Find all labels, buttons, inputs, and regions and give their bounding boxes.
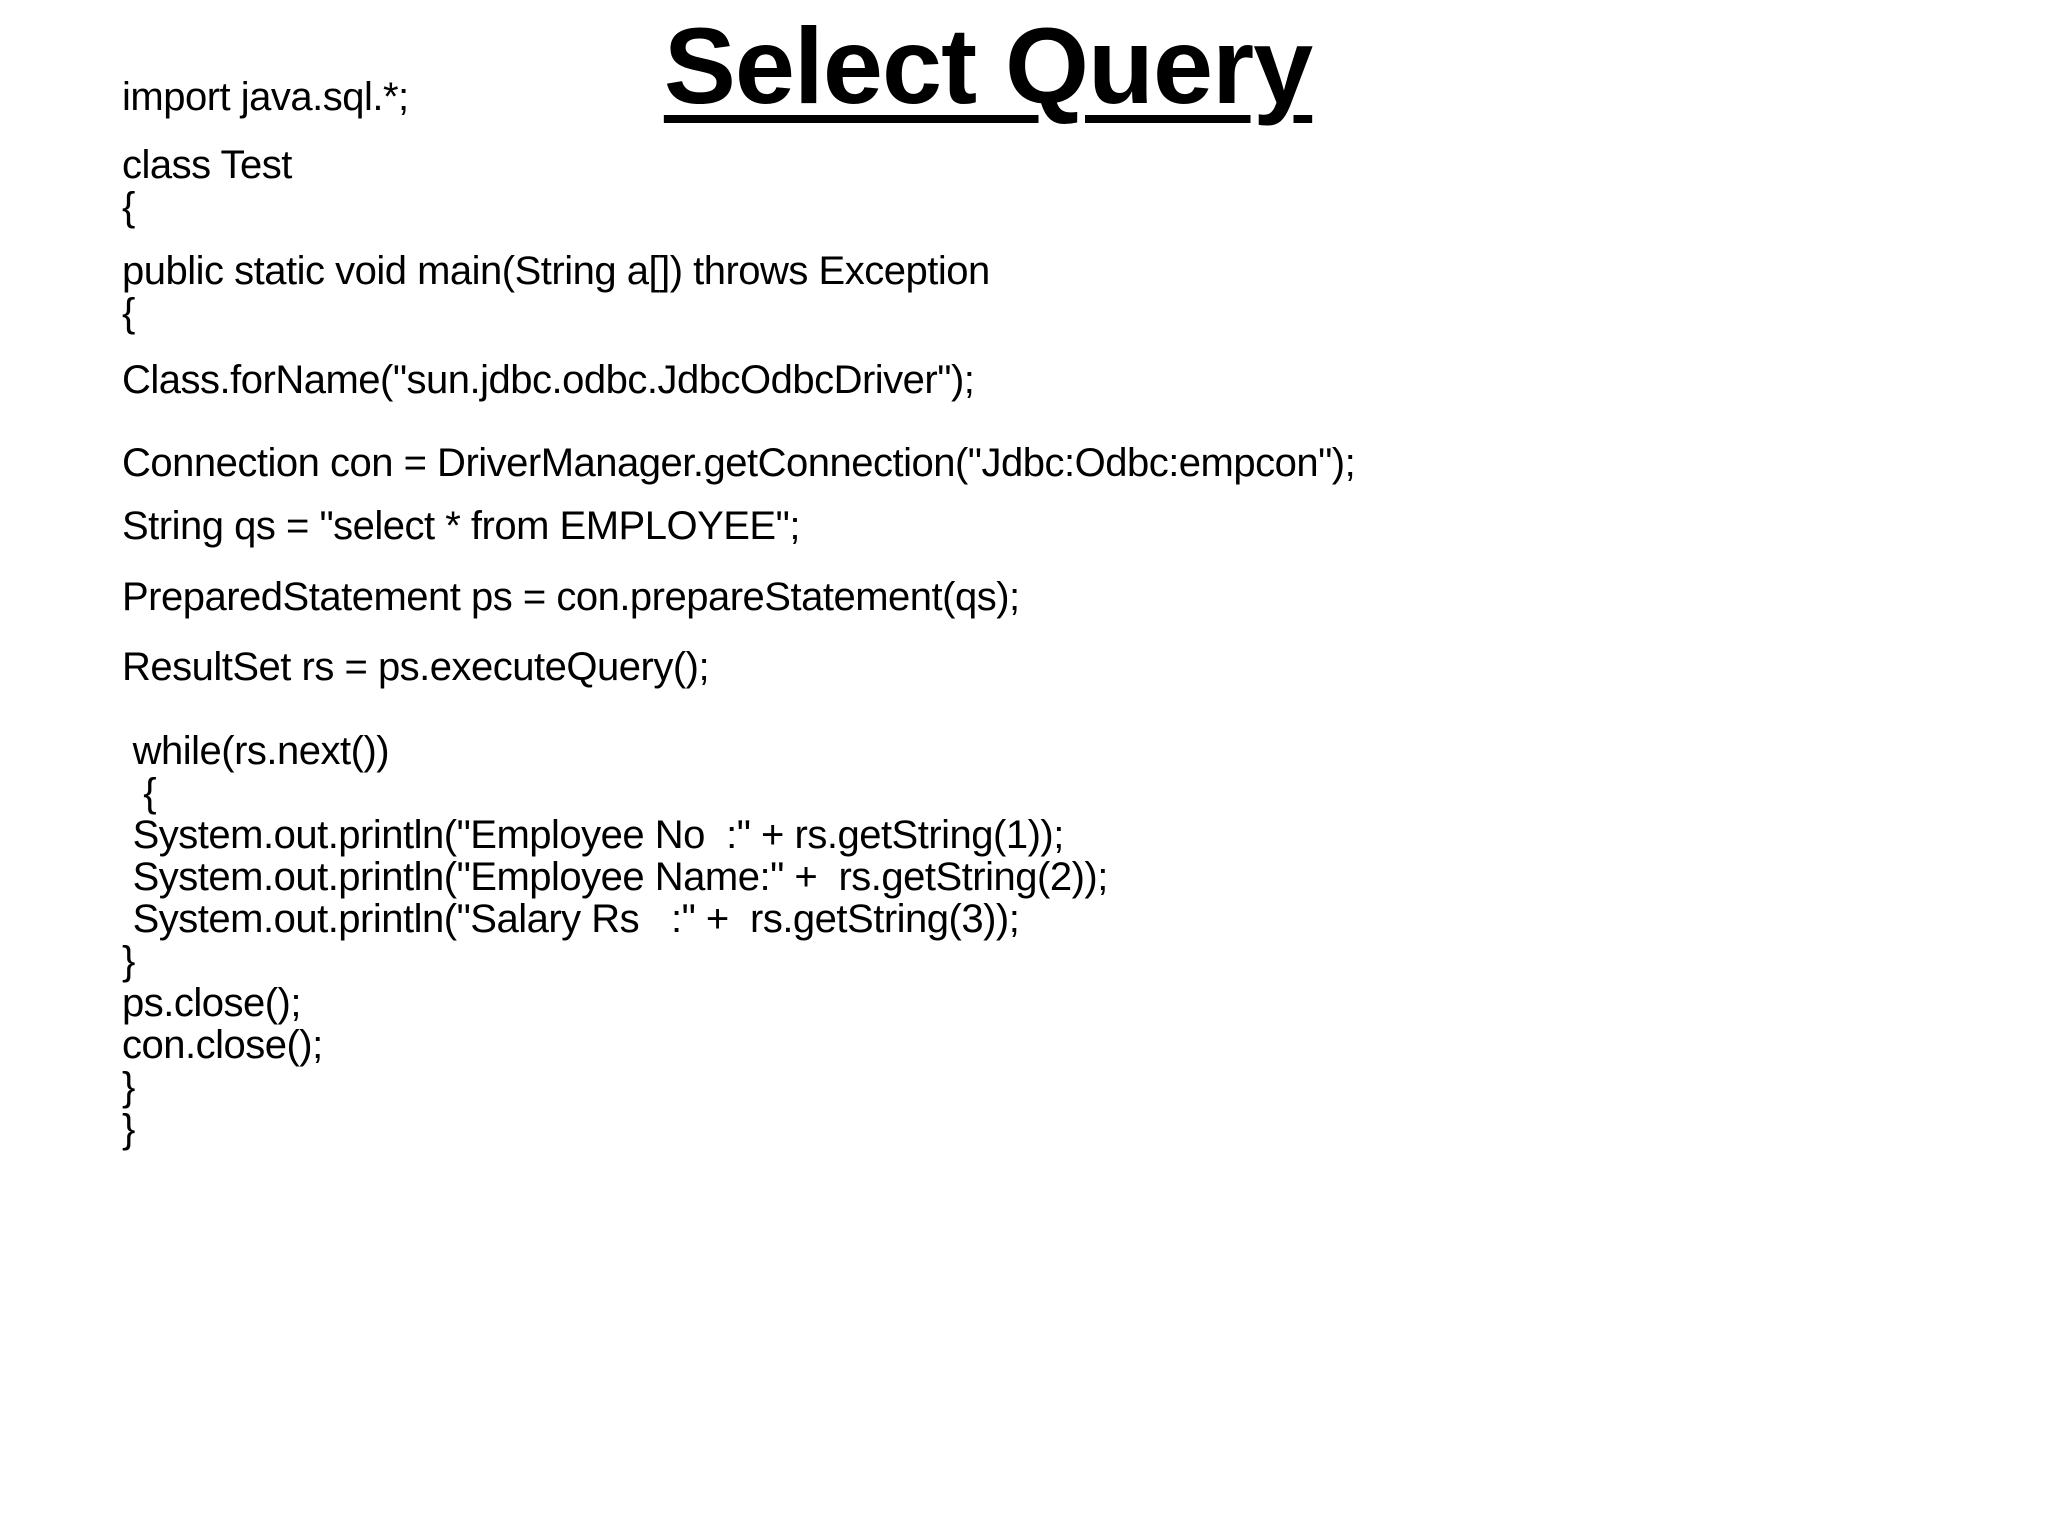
code-line: ResultSet rs = ps.executeQuery(); [122,645,710,689]
code-line: PreparedStatement ps = con.prepareStatem… [122,575,1020,619]
code-line: con.close(); [122,1023,323,1067]
code-line: System.out.println("Employee Name:" + rs… [122,855,1109,899]
code-line: class Test [122,143,292,187]
code-line: } [122,1107,135,1151]
code-line: String qs = "select * from EMPLOYEE"; [122,504,800,548]
code-line: } [122,1065,135,1109]
code-line: Connection con = DriverManager.getConnec… [122,441,1356,485]
code-line: ps.close(); [122,981,302,1025]
code-line: { [122,185,135,229]
page-title: Select Query [663,5,1313,126]
code-line: public static void main(String a[]) thro… [122,249,990,293]
code-block: import java.sql.*;class Test{public stat… [122,75,1356,1151]
code-line: Class.forName("sun.jdbc.odbc.JdbcOdbcDri… [122,358,975,402]
code-line: { [122,771,157,815]
code-line: import java.sql.*; [122,75,409,119]
code-line: System.out.println("Employee No :" + rs.… [122,813,1065,857]
code-line: while(rs.next()) [122,729,390,773]
code-line: System.out.println("Salary Rs :" + rs.ge… [122,897,1020,941]
code-line: { [122,291,135,335]
code-line: } [122,939,135,983]
